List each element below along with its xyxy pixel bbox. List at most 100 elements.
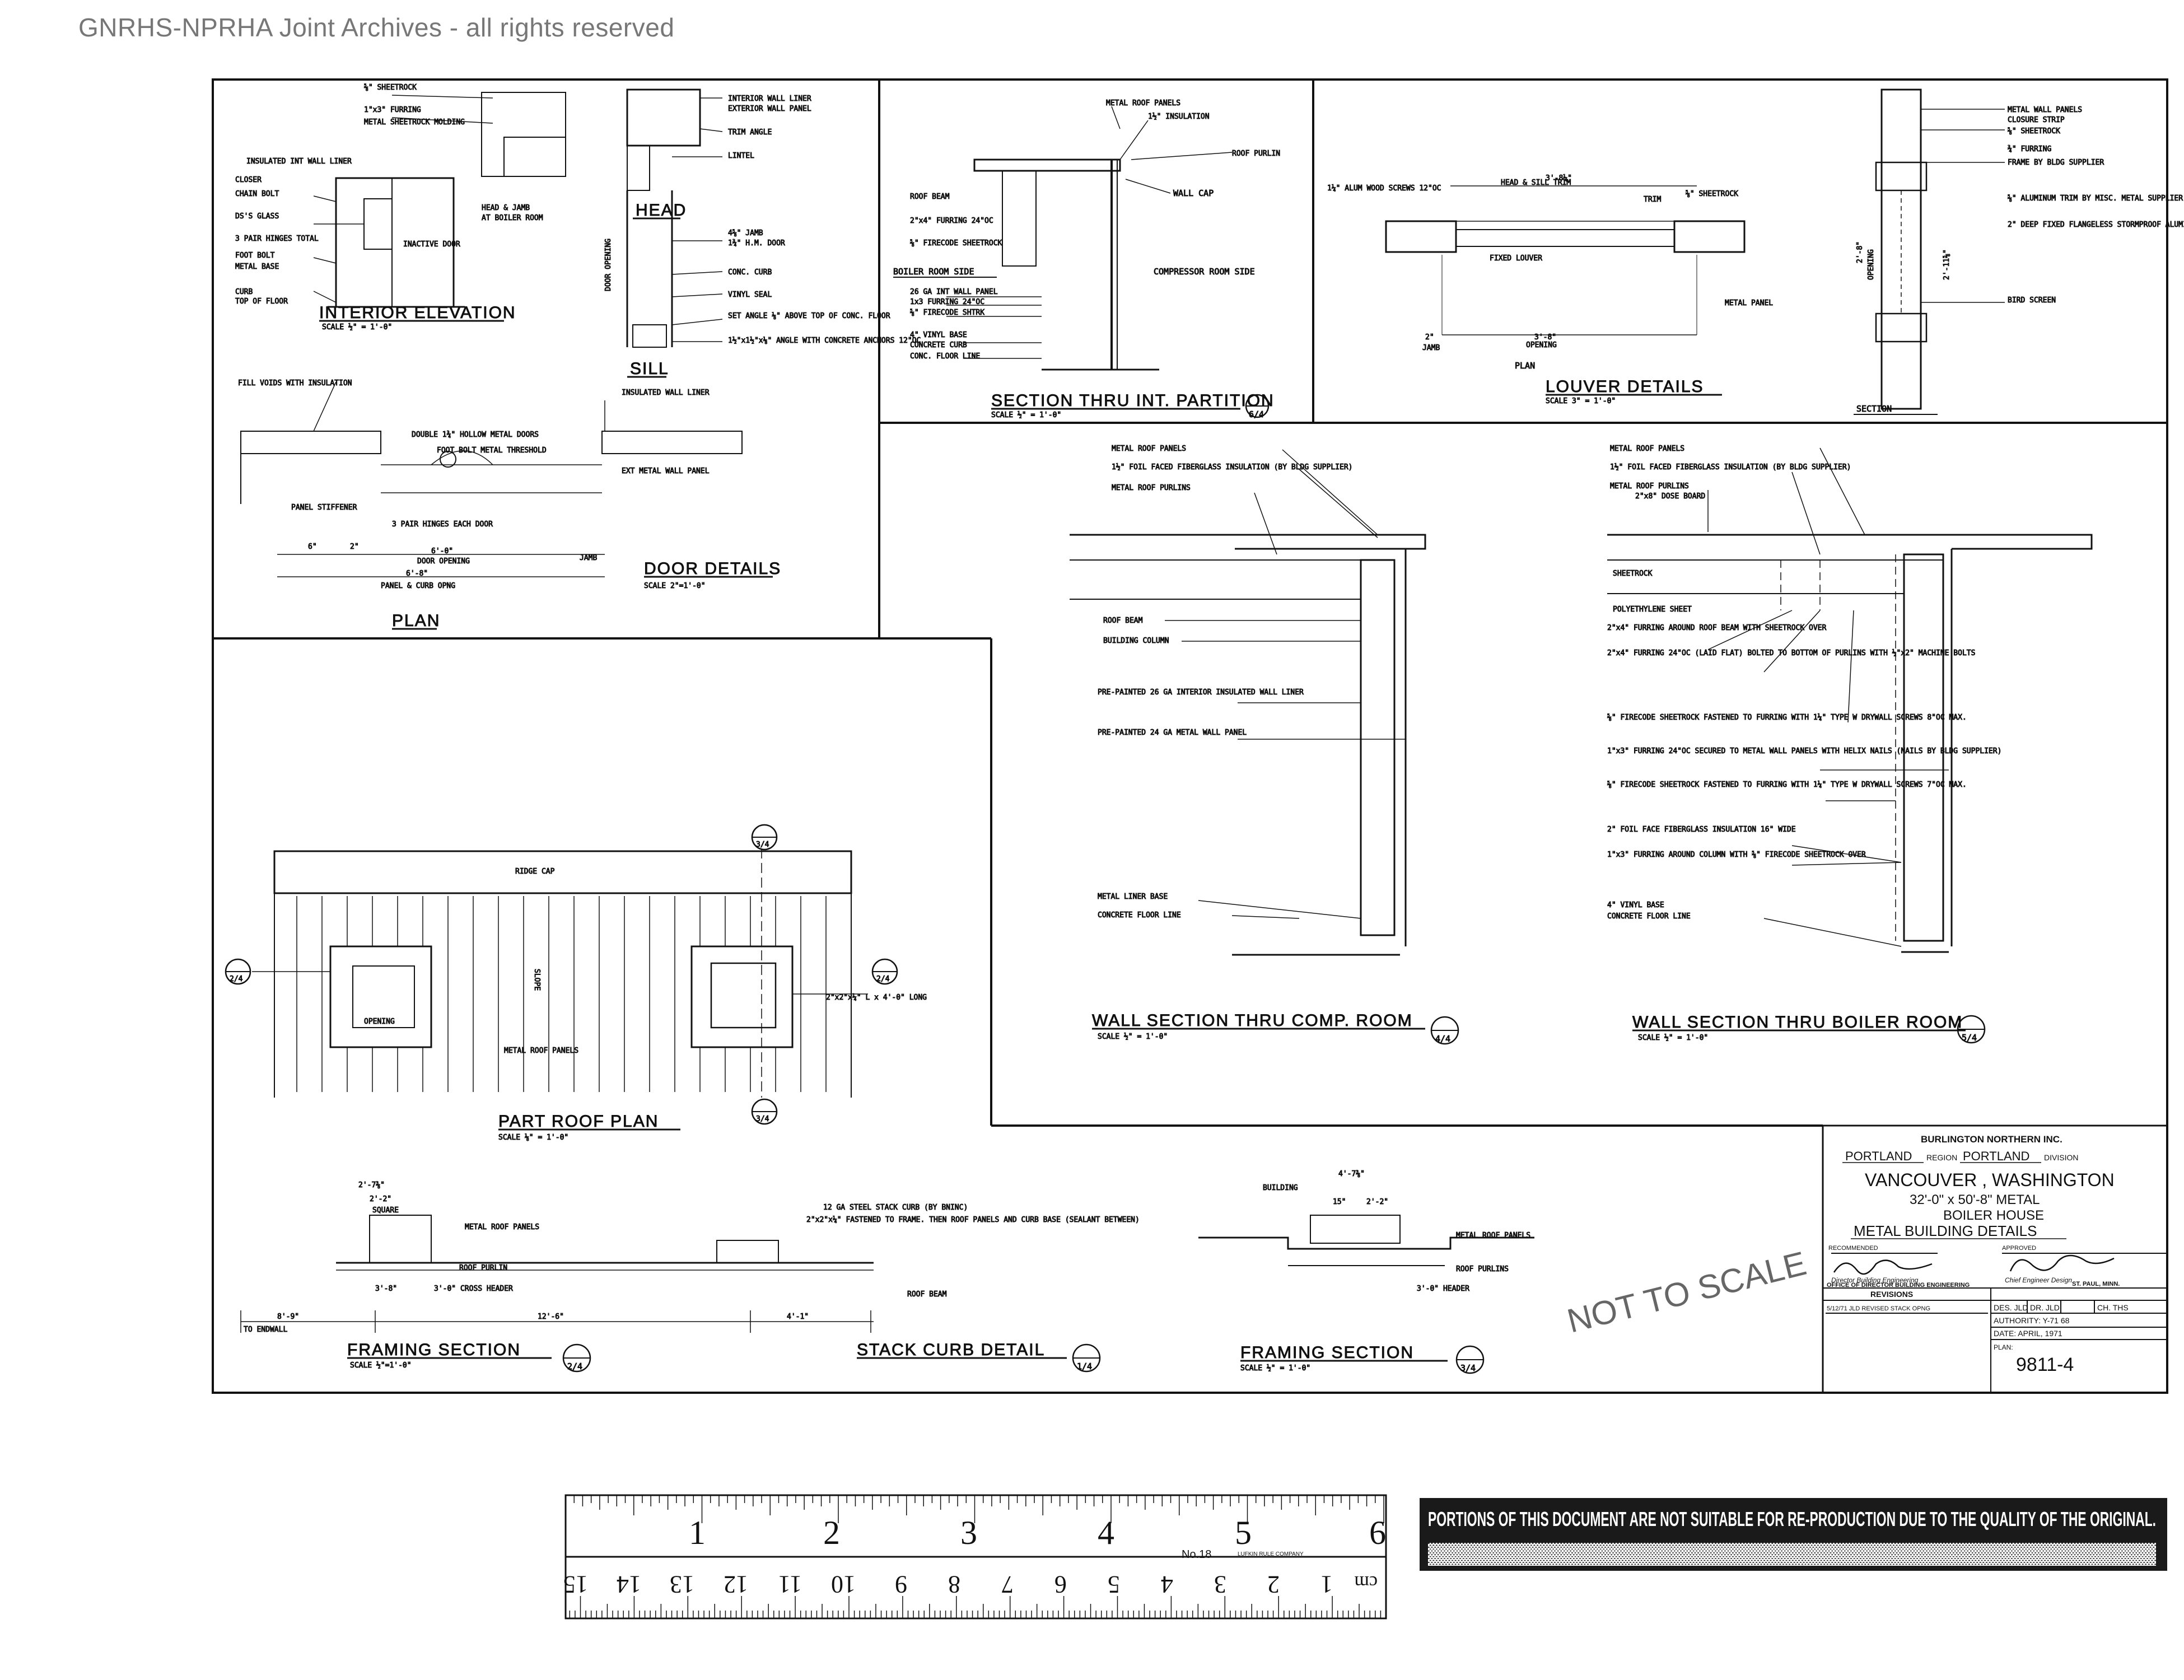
note-ridge-cap: RIDGE CAP (515, 867, 555, 876)
note-boil-vinyl: 4" VINYL BASE (1607, 901, 1664, 909)
note-comp-floor-line: CONCRETE FLOOR LINE (1098, 911, 1181, 920)
note-head-jamb: HEAD & JAMB (482, 204, 530, 212)
note-boil-roof-panels: METAL ROOF PANELS (1610, 445, 1684, 453)
notice-line-2: ▓▓▓▓▓▓▓▓▓▓▓▓▓▓▓▓▓▓▓▓▓▓▓▓▓▓▓▓▓▓▓▓▓ (1428, 1541, 2157, 1566)
cm-6: 6 (1054, 1571, 1067, 1598)
dim-2in: 2" (350, 543, 359, 551)
wall-boiler-room-scale: SCALE ½" = 1'-0" (1638, 1034, 1708, 1042)
note-roof-panels-plan: METAL ROOF PANELS (504, 1047, 578, 1055)
dim-panel-curb: PANEL & CURB OPNG (381, 582, 455, 590)
note-stack-curb: 12 GA STEEL STACK CURB (BY BNINC) (823, 1203, 968, 1212)
note-trim: TRIM (1644, 195, 1661, 204)
note-alum-screws: 1¼" ALUM WOOD SCREWS 12"OC (1327, 184, 1441, 193)
note-trim-angle: TRIM ANGLE (728, 128, 772, 137)
tb-approved: APPROVED (2002, 1245, 2036, 1252)
note-set-angle: SET ANGLE ⅛" ABOVE TOP OF CONC. FLOOR (728, 312, 890, 320)
tb-division-lbl: DIVISION (2044, 1153, 2078, 1162)
note-insulation: 1½" INSULATION (1148, 113, 1210, 121)
interior-elevation-scale: SCALE ½" = 1'-0" (322, 323, 392, 332)
door-details: FILL VOIDS WITH INSULATION DOUBLE 1¾" HO… (238, 379, 781, 631)
cm-unit: cm (1354, 1572, 1378, 1593)
not-to-scale-stamp: NOT TO SCALE (1564, 1244, 1810, 1340)
note-insulated-wall-liner: INSULATED WALL LINER (622, 389, 710, 397)
cm-14: 14 (617, 1571, 641, 1598)
note-wall-cap: WALL CAP (1173, 188, 1214, 198)
head-title: HEAD (636, 201, 687, 220)
cm-9: 9 (895, 1571, 907, 1598)
louver-detail: 1¼" ALUM WOOD SCREWS 12"OC HEAD & SILL T… (1327, 88, 2184, 415)
dim-3-8-fs: 3'-8" (375, 1285, 397, 1293)
part-roof-plan-scale: SCALE ⅛" = 1'-0" (498, 1133, 568, 1142)
note-fixed-louver: FIXED LOUVER (1490, 254, 1542, 263)
part-roof-plan-title: PART ROOF PLAN (498, 1112, 659, 1131)
note-1x3-furring: 1x3 FURRING 24"OC (910, 298, 984, 306)
door-plan-label: PLAN (392, 612, 440, 630)
wall-boiler-room-section: METAL ROOF PANELS 1½" FOIL FACED FIBERGL… (1607, 445, 2093, 1044)
note-curb: CURB (235, 288, 253, 296)
tb-date: DATE: APRIL, 1971 (1994, 1329, 2062, 1338)
tb-approved-role: Chief Engineer Design (2005, 1276, 2072, 1284)
section-opening: OPENING (1867, 249, 1875, 280)
wall-comp-room-section: METAL ROOF PANELS 1½" FOIL FACED FIBERGL… (1070, 445, 1459, 1045)
dim-15: 15" (1333, 1198, 1346, 1206)
dim-3-8-quarter: 3'-8¼" (1546, 174, 1572, 183)
int-partition-ref: 6/4 (1249, 409, 1264, 419)
wall-comp-room-scale: SCALE ½" = 1'-0" (1098, 1033, 1168, 1041)
tb-building: BOILER HOUSE (1943, 1208, 2044, 1223)
note-comp-panel: PRE-PAINTED 24 GA METAL WALL PANEL (1098, 729, 1247, 737)
inch-5: 5 (1235, 1514, 1252, 1551)
cm-7: 7 (1001, 1571, 1014, 1598)
ruler-no: No.18 (1182, 1548, 1211, 1561)
dim-2-left: 2" (1425, 333, 1434, 342)
note-panel-stiffener: PANEL STIFFENER (291, 503, 357, 512)
wall-comp-room-ref: 4/4 (1435, 1034, 1450, 1044)
note-insulated-liner: INSULATED INT WALL LINER (246, 157, 352, 166)
note-door-opening: DOOR OPENING (604, 239, 613, 291)
note-fastened: 2"x2"x¼" FASTENED TO FRAME. THEN ROOF PA… (806, 1216, 1140, 1224)
note-fs2-roof-panels: METAL ROOF PANELS (465, 1223, 539, 1231)
note-3-pair-hinges: 3 PAIR HINGES EACH DOOR (392, 520, 493, 529)
stack-curb-ref: 1/4 (1077, 1361, 1092, 1371)
note-fs3-header: 3'-0" HEADER (1417, 1285, 1469, 1293)
note-furring-beam: 2"x4" FURRING AROUND ROOF BEAM WITH SHEE… (1607, 624, 1827, 632)
int-partition-title: SECTION THRU INT. PARTITION (991, 391, 1275, 410)
note-firecode-8: ⅝" FIRECODE SHEETROCK FASTENED TO FURRIN… (1607, 713, 1967, 722)
note-comp-liner-base: METAL LINER BASE (1098, 893, 1168, 901)
int-partition-scale: SCALE ½" = 1'-0" (991, 411, 1061, 419)
note-glass: DS'S GLASS (235, 212, 279, 221)
note-boil-insulation: 1½" FOIL FACED FIBERGLASS INSULATION (BY… (1610, 463, 1851, 472)
note-comp-column: BUILDING COLUMN (1103, 637, 1169, 645)
dim-square: SQUARE (372, 1206, 399, 1215)
jamb-left: JAMB (1422, 344, 1440, 352)
dim-12-6: 12'-6" (538, 1313, 564, 1321)
inch-4: 4 (1098, 1514, 1114, 1551)
louver-plan-label: PLAN (1515, 361, 1535, 371)
note-alum-trim: ⅝" ALUMINUM TRIM BY MISC. METAL SUPPLIER (2008, 194, 2183, 203)
note-furring-flat: 2"x4" FURRING 24"OC (LAID FLAT) BOLTED T… (1607, 649, 1975, 657)
tb-authority: AUTHORITY: Y-71 68 (1994, 1316, 2070, 1325)
note-boil-floor-line: CONCRETE FLOOR LINE (1607, 912, 1691, 921)
jamb-door: JAMB (580, 554, 597, 562)
note-concrete-curb: CONCRETE CURB (910, 341, 967, 349)
door-details-scale: SCALE 2"=1'-0" (644, 582, 706, 590)
ruler-maker: LUFKIN RULE COMPANY (1238, 1551, 1304, 1557)
note-firecode: ⅝" FIRECODE SHEETROCK (910, 239, 1002, 248)
stack-curb-title: STACK CURB DETAIL (857, 1341, 1045, 1359)
note-floor-line: CONC. FLOOR LINE (910, 352, 980, 361)
framing-section-3: 4'-7⅜" BUILDING 15" 2'-2" METAL ROOF PAN… (1198, 1170, 1534, 1374)
roof-plan-ref-bottom: 3/4 (756, 1115, 769, 1123)
cm-ticks (569, 1596, 1387, 1618)
note-furring-34: ¾" FURRING (2008, 145, 2051, 153)
cm-8: 8 (948, 1571, 960, 1598)
framing-section-3-title: FRAMING SECTION (1240, 1343, 1414, 1362)
dim-6-8: 6'-8" (406, 570, 428, 578)
note-building: BUILDING (1263, 1184, 1298, 1192)
dim-6-0: 6'-0" (431, 547, 453, 556)
note-boil-sheetrock: SHEETROCK (1613, 570, 1653, 578)
wall-comp-room-title: WALL SECTION THRU COMP. ROOM (1092, 1011, 1413, 1030)
note-dose-board: 2"x8" DOSE BOARD (1635, 492, 1705, 501)
tb-city: ST. PAUL, MINN. (2072, 1281, 2120, 1287)
note-fill-voids: FILL VOIDS WITH INSULATION (238, 379, 352, 388)
dim-2-11: 2'-11⅝" (1943, 249, 1951, 280)
note-furring-column: 1"x3" FURRING AROUND COLUMN WITH ⅝" FIRE… (1607, 851, 1866, 859)
